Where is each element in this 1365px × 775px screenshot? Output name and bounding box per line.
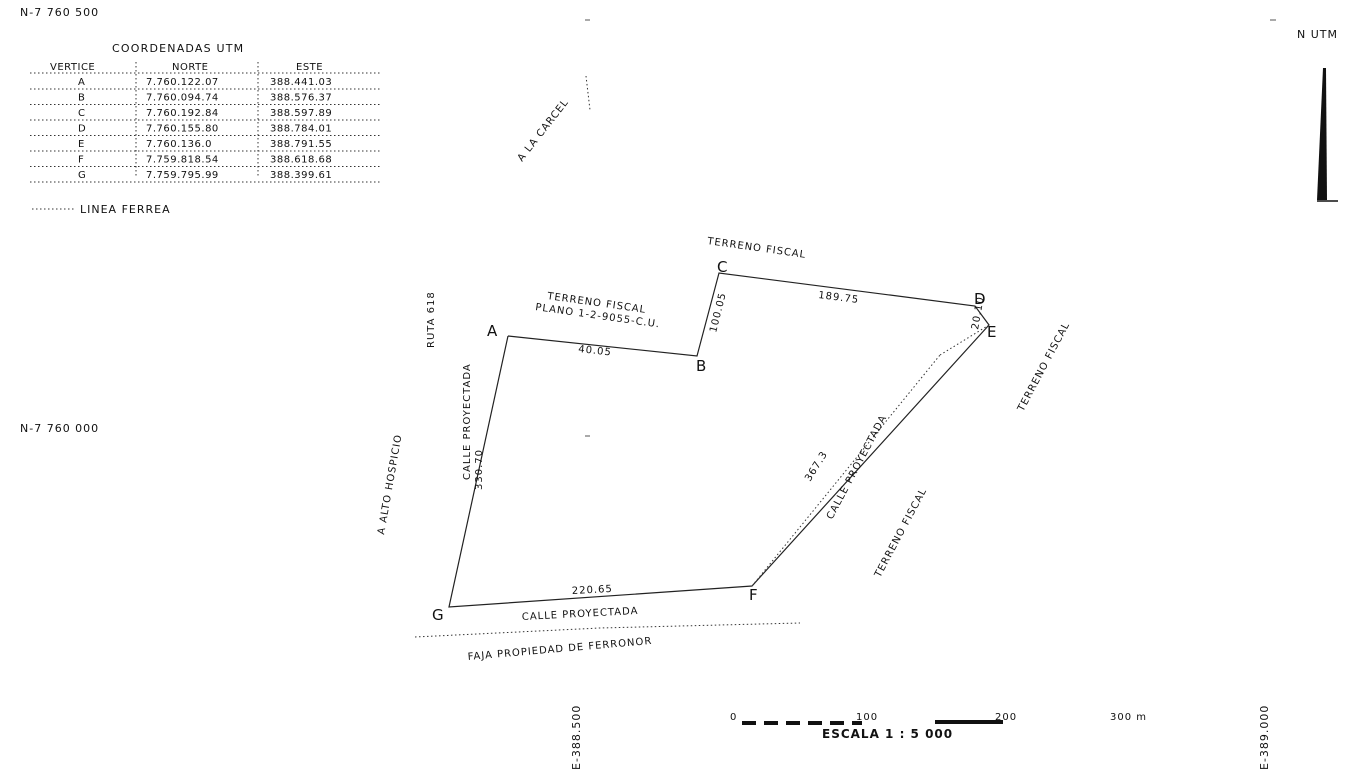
table-cell-vertice: A: [78, 77, 85, 88]
vertex-c: C: [717, 258, 727, 276]
scale-tick-300: 300 m: [1110, 712, 1147, 723]
table-cell-norte: 7.760.094.74: [146, 93, 219, 104]
calle-edge: [939, 324, 990, 356]
table-cell-este: 388.576.37: [270, 93, 332, 104]
table-cell-vertice: C: [78, 108, 85, 119]
table-rows: A 7.760.122.07 388.441.03B 7.760.094.74 388.…: [30, 77, 380, 183]
label-faja-ferronor: FAJA PROPIEDAD DE FERRONOR: [467, 636, 652, 663]
table-cell-este: 388.791.55: [270, 139, 332, 150]
vertex-d: D: [974, 290, 986, 308]
rail-line-bottom: [414, 622, 801, 638]
table-cell-vertice: B: [78, 93, 85, 104]
parcel-boundary: [448, 272, 990, 608]
scale-bar: 0 100 200 300 m ESCALA 1 : 5 000: [730, 712, 1147, 741]
table-cell-vertice: E: [78, 139, 85, 150]
distance-bc: 100.05: [708, 291, 729, 333]
table-cell-norte: 7.759.818.54: [146, 155, 219, 166]
rail-line: [585, 75, 591, 111]
header-vertice: VERTICE: [50, 62, 95, 73]
legend-rail-label: LINEA FERREA: [80, 203, 171, 216]
north-arrow-icon: [1317, 68, 1327, 200]
table-cell-este: 388.597.89: [270, 108, 332, 119]
vertex-e: E: [987, 323, 996, 341]
north-arrow: N UTM: [1297, 28, 1338, 202]
label-a-alto-hospicio: A ALTO HOSPICIO: [376, 433, 404, 535]
vertex-a: A: [487, 322, 498, 340]
label-terreno-fiscal-mid: TERRENO FISCAL: [872, 486, 929, 580]
grid-label-north-mid: N-7 760 000: [20, 422, 99, 435]
legend: LINEA FERREA: [32, 203, 171, 216]
scale-tick-100: 100: [856, 712, 878, 723]
grid-label-east-left: E-388.500: [570, 705, 583, 770]
table-cell-este: 388.441.03: [270, 77, 332, 88]
label-a-la-carcel: A LA CARCEL: [516, 97, 571, 164]
label-ruta-618: RUTA 618: [426, 291, 437, 348]
header-este: ESTE: [296, 62, 323, 73]
distance-fg: 220.65: [572, 584, 614, 597]
table-cell-este: 388.399.61: [270, 170, 332, 181]
distance-ef: 367.3: [803, 449, 830, 483]
table-cell-este: 388.618.68: [270, 155, 332, 166]
label-calle-proyectada-left: CALLE PROYECTADA: [462, 363, 473, 480]
distance-ga: 330.70: [474, 449, 485, 490]
label-terreno-fiscal-right: TERRENO FISCAL: [1015, 320, 1072, 414]
scale-label: ESCALA 1 : 5 000: [822, 727, 953, 741]
table-cell-este: 388.784.01: [270, 124, 332, 135]
table-cell-norte: 7.759.795.99: [146, 170, 219, 181]
label-calle-proyectada-bottom: CALLE PROYECTADA: [522, 606, 639, 623]
table-cell-vertice: G: [78, 170, 86, 181]
vertex-b: B: [696, 357, 706, 375]
table-cell-vertice: F: [78, 155, 84, 166]
coordinates-table: COORDENADAS UTM VERTICE NORTE ESTE A 7.76…: [30, 42, 380, 183]
table-cell-vertice: D: [78, 124, 86, 135]
table-cell-norte: 7.760.136.0: [146, 139, 212, 150]
grid-label-east-right: E-389.000: [1258, 705, 1271, 770]
distance-cd: 189.75: [818, 290, 860, 306]
distance-de: 20.10: [970, 295, 987, 330]
north-label: N UTM: [1297, 28, 1338, 41]
vertex-g: G: [432, 606, 444, 624]
grid-label-north-top: N-7 760 500: [20, 6, 99, 19]
distance-ab: 40.05: [578, 344, 613, 358]
vertex-f: F: [749, 586, 758, 604]
table-cell-norte: 7.760.122.07: [146, 77, 219, 88]
table-cell-norte: 7.760.155.80: [146, 124, 219, 135]
header-norte: NORTE: [172, 62, 209, 73]
scale-tick-0: 0: [730, 712, 737, 723]
label-calle-proyectada-right: CALLE PROYECTADA: [825, 413, 890, 521]
scale-tick-200: 200: [995, 712, 1017, 723]
calle-edge: [751, 354, 941, 587]
table-title: COORDENADAS UTM: [112, 42, 244, 55]
table-cell-norte: 7.760.192.84: [146, 108, 219, 119]
